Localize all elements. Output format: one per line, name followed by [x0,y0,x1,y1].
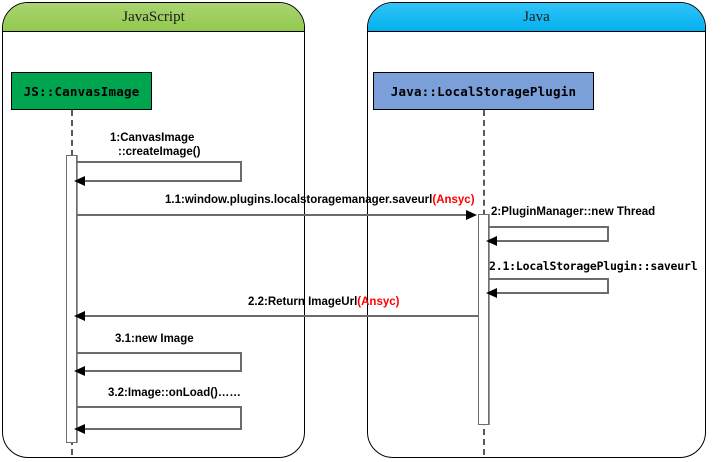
message-label-2-2-async: (Ansyc) [357,296,400,308]
message-label-1-line2: ::createImage() [118,146,201,158]
message-label-1-line1: 1:CanvasImage [110,132,195,144]
message-2-turn [607,226,609,240]
message-label-1-1-async: (Ansyc) [432,194,475,206]
message-2-out [489,226,609,228]
message-3-2-arrowhead [74,424,85,434]
message-3-2-return [85,428,242,430]
message-2-2-line [85,315,478,317]
message-3-1-return [85,370,242,372]
message-label-2-2-text: 2.2:Return ImageUrl [248,296,358,308]
message-2-2-arrowhead [74,311,85,321]
message-label-2-2: 2.2:Return ImageUrl(Ansyc) [248,296,399,308]
message-label-3-1: 3.1:new Image [115,333,194,345]
message-2-return [497,240,609,242]
participant-js-canvasimage[interactable]: JS::CanvasImage [11,72,152,110]
participant-java-localstorageplugin[interactable]: Java::LocalStoragePlugin [373,72,594,110]
message-2-1-turn [607,278,609,292]
message-3-1-out [77,352,242,354]
activation-java-localstorageplugin [478,214,489,425]
frame-java: Java [367,2,706,458]
message-3-2-turn [240,406,242,428]
message-label-1-1-text: 1.1:window.plugins.localstoragemanager.s… [165,194,433,206]
message-2-1-out [489,278,609,280]
message-1-arrowhead [74,176,85,186]
message-1-turn [240,161,242,180]
message-1-1-arrowhead [466,210,477,220]
message-3-1-arrowhead [74,366,85,376]
message-label-3-2: 3.2:Image::onLoad()…… [108,387,241,399]
message-2-1-arrowhead [486,288,497,298]
message-2-1-return [497,292,609,294]
message-label-2-1: 2.1:LocalStoragePlugin::saveurl [489,259,698,273]
frame-java-title: Java [368,3,705,32]
activation-js-canvasimage [66,155,77,443]
message-3-1-turn [240,352,242,370]
message-1-out [77,161,242,163]
message-1-return [85,180,242,182]
message-label-2: 2:PluginManager::new Thread [491,206,656,218]
message-2-arrowhead [486,236,497,246]
message-1-1-line [77,214,467,216]
frame-javascript-title: JavaScript [3,3,304,32]
message-3-2-out [77,406,242,408]
message-label-1-1: 1.1:window.plugins.localstoragemanager.s… [165,194,475,206]
